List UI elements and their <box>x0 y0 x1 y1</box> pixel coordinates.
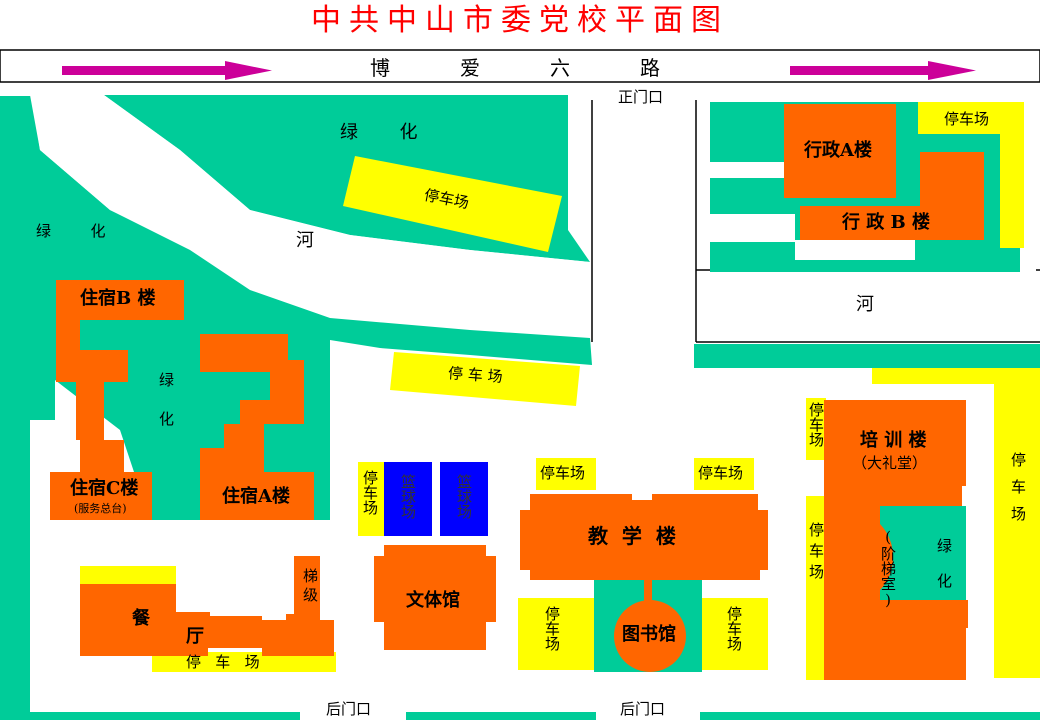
parking-lot-teaching-sw <box>518 598 594 670</box>
building-lecture-hall <box>880 524 894 590</box>
back-gate-right-opening <box>596 712 700 720</box>
parking-sports-label: 停车场 <box>361 470 379 515</box>
lecture-hall-label: (阶梯室) <box>879 528 897 609</box>
river-right-label: 河 <box>856 294 874 315</box>
dorm-c-sub-label: (服务总台) <box>74 502 127 515</box>
building-sports-hall <box>374 545 496 650</box>
parking-admin-label: 停车场 <box>944 110 990 128</box>
greening-left-label: 绿 化 <box>36 222 116 240</box>
parking-training-n-label: 停车场 <box>807 402 825 447</box>
parking-lot-sports <box>358 462 384 536</box>
parking-teaching-ne-label: 停车场 <box>698 464 744 482</box>
parking-lot-teaching-se <box>702 598 768 670</box>
green-strip-bottom <box>0 712 1040 720</box>
greening-right-label: 绿化 <box>935 538 953 608</box>
green-south-riverbank <box>330 318 592 365</box>
training-building-label: 培 训 楼 <box>860 430 927 451</box>
back-gate-right-label: 后门口 <box>620 700 666 718</box>
parking-lot-center <box>390 352 580 406</box>
map-title: 中共中山市委党校平面图 <box>311 3 729 38</box>
library-label: 图书馆 <box>622 624 676 645</box>
green-strip-left <box>0 398 30 720</box>
basketball-court-1-label: 篮球场 <box>399 474 417 519</box>
parking-canteen-label: 停 车 场 <box>186 653 260 671</box>
dorm-b-label: 住宿B 楼 <box>80 288 156 309</box>
dorm-c-label: 住宿C楼 <box>70 478 139 499</box>
parking-lot-training-n <box>806 398 826 460</box>
parking-lot-north <box>343 156 562 252</box>
training-building-sub-label: （大礼堂） <box>852 454 928 472</box>
greening-middle-label: 绿化 <box>157 372 175 450</box>
building-admin-b <box>800 152 984 240</box>
building-canteen <box>80 556 334 656</box>
green-training-courtyard <box>880 506 966 600</box>
greening-top-label: 绿 化 <box>340 122 428 143</box>
teaching-building-label: 教 学 楼 <box>588 524 676 548</box>
river-left <box>30 95 590 336</box>
building-teaching <box>520 494 768 604</box>
river-left-label: 河 <box>296 230 314 251</box>
parking-lot-canteen <box>152 652 336 672</box>
building-training <box>824 400 966 680</box>
building-dorm-b <box>50 280 184 520</box>
basketball-court-2-label: 篮球场 <box>455 474 473 519</box>
canteen-label-2: 厅 <box>186 626 204 647</box>
parking-lot-training-s <box>806 496 826 680</box>
parking-lot-east <box>872 368 1040 678</box>
admin-a-label: 行政A楼 <box>804 140 872 161</box>
road-arrow-left <box>62 61 272 80</box>
road-arrow-right <box>790 61 976 80</box>
basketball-court-2 <box>440 462 488 536</box>
admin-b-label: 行 政 B 楼 <box>842 212 931 233</box>
parking-teaching-se-label: 停车场 <box>725 606 743 651</box>
dorm-a-label: 住宿A楼 <box>222 486 290 507</box>
building-library <box>614 600 686 672</box>
parking-center-label: 停 车 场 <box>447 364 504 386</box>
stairs-label: 梯级 <box>301 568 319 606</box>
back-gate-left-label: 后门口 <box>326 700 372 718</box>
green-river-right-south <box>694 344 1040 368</box>
road-name: 博爱六路 <box>370 56 730 80</box>
parking-lot-canteen-top <box>80 566 176 584</box>
building-dorm-a <box>200 334 314 520</box>
parking-lot-teaching-ne <box>694 458 754 490</box>
parking-teaching-nw-label: 停车场 <box>540 464 586 482</box>
canteen-label-1: 餐 <box>132 608 150 629</box>
main-gate-label: 正门口 <box>618 88 664 106</box>
back-gate-left-opening <box>300 712 406 720</box>
building-admin-a <box>784 104 896 198</box>
parking-lot-admin <box>918 102 1024 248</box>
parking-teaching-sw-label: 停车场 <box>543 606 561 651</box>
parking-lot-teaching-nw <box>536 458 596 490</box>
basketball-court-1 <box>384 462 432 536</box>
sports-hall-label: 文体馆 <box>406 590 460 611</box>
parking-training-s-label: 停车场 <box>807 522 825 585</box>
parking-east-label: 停车场 <box>1009 452 1027 533</box>
